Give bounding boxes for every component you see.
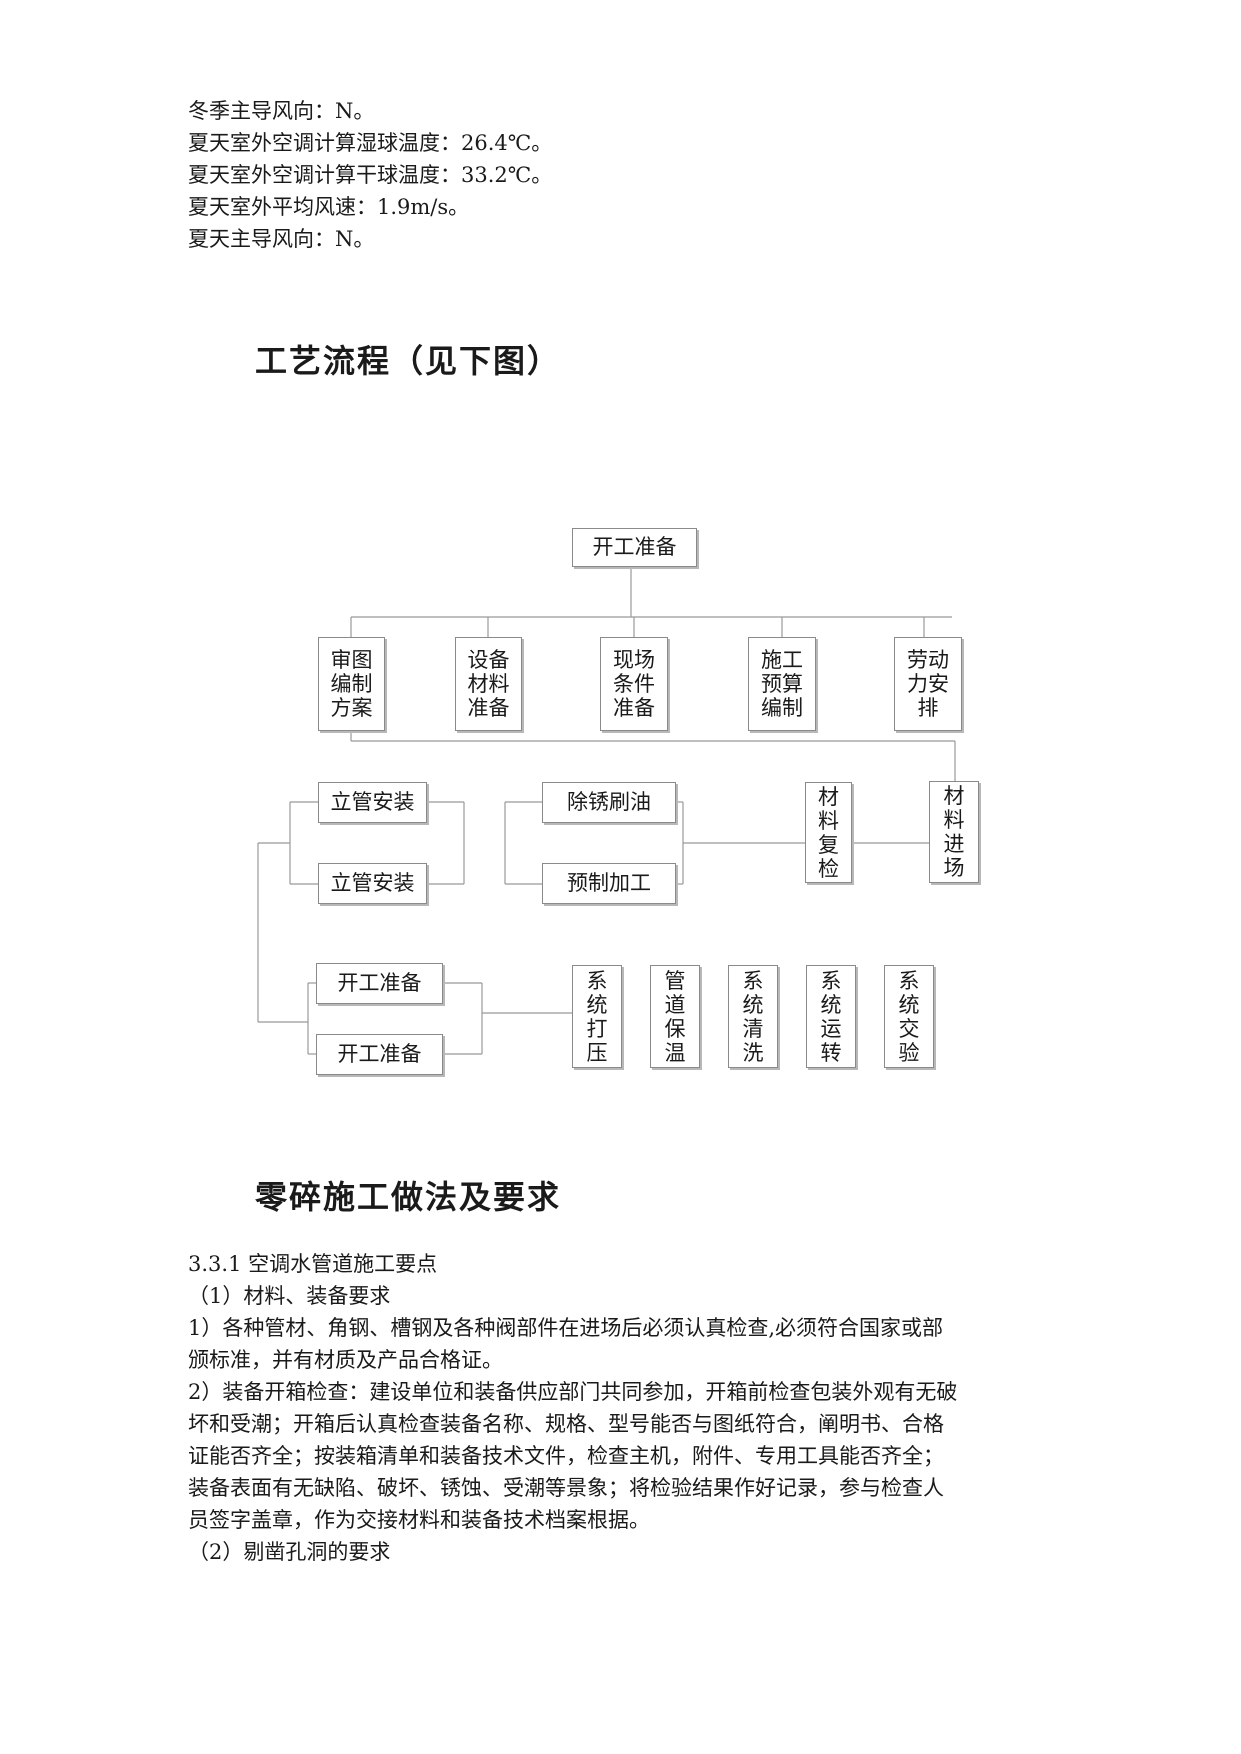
flow-box-start-lower: 开工准备 (316, 1034, 443, 1075)
section-heading-detail: 零碎施工做法及要求 (255, 1178, 562, 1216)
body-line: 证能否齐全；按装箱清单和装备技术文件，检查主机，附件、专用工具能否齐全； (188, 1444, 944, 1468)
flow-box-final: 系 统 交 验 (884, 965, 934, 1068)
flow-box-start: 开工准备 (572, 528, 697, 567)
body-line: 3.3.1 空调水管道施工要点 (188, 1252, 438, 1276)
flow-box-derust: 除锈刷油 (542, 782, 676, 823)
flow-box-riser: 立管安装 (318, 863, 427, 904)
flow-box-prefab: 预制加工 (542, 863, 676, 904)
climate-line: 夏天室外空调计算湿球温度：26.4℃。 (188, 131, 553, 155)
flow-box-prep: 现场 条件 准备 (600, 637, 668, 731)
body-line: 装备表面有无缺陷、破坏、锈蚀、受潮等景象；将检验结果作好记录，参与检查人 (188, 1476, 944, 1500)
body-line: （2）剔凿孔洞的要求 (188, 1540, 391, 1564)
climate-line: 夏天室外平均风速：1.9m/s。 (188, 195, 470, 219)
flow-box-final: 管 道 保 温 (650, 965, 700, 1068)
flow-box-final: 系 统 打 压 (572, 965, 622, 1068)
flow-box-final: 系 统 运 转 (806, 965, 856, 1068)
flow-box-recheck: 材 料 复 检 (805, 782, 852, 883)
body-line: 员签字盖章，作为交接材料和装备技术档案根据。 (188, 1508, 650, 1532)
climate-line: 夏天主导风向：N。 (188, 227, 375, 251)
climate-line: 冬季主导风向：N。 (188, 99, 375, 123)
flow-box-riser: 立管安装 (318, 782, 427, 823)
flow-box-start-lower: 开工准备 (316, 963, 443, 1004)
body-line: 坏和受潮；开箱后认真检查装备名称、规格、型号能否与图纸符合，阐明书、合格 (188, 1412, 944, 1436)
flow-box-prep: 审图 编制 方案 (318, 637, 385, 731)
body-line: （1）材料、装备要求 (188, 1284, 391, 1308)
flow-box-prep: 设备 材料 准备 (455, 637, 522, 731)
climate-line: 夏天室外空调计算干球温度：33.2℃。 (188, 163, 553, 187)
flow-box-prep: 施工 预算 编制 (748, 637, 816, 731)
flow-box-final: 系 统 清 洗 (728, 965, 778, 1068)
section-heading-process: 工艺流程（见下图） (255, 342, 562, 380)
flow-box-arrival: 材 料 进 场 (929, 781, 979, 883)
body-line: 2）装备开箱检查：建设单位和装备供应部门共同参加，开箱前检查包装外观有无破 (188, 1380, 958, 1404)
flow-box-prep: 劳动 力安 排 (894, 637, 962, 731)
body-line: 1）各种管材、角钢、槽钢及各种阀部件在进场后必须认真检查,必须符合国家或部 (188, 1316, 944, 1340)
body-line: 颁标准，并有材质及产品合格证。 (188, 1348, 503, 1372)
